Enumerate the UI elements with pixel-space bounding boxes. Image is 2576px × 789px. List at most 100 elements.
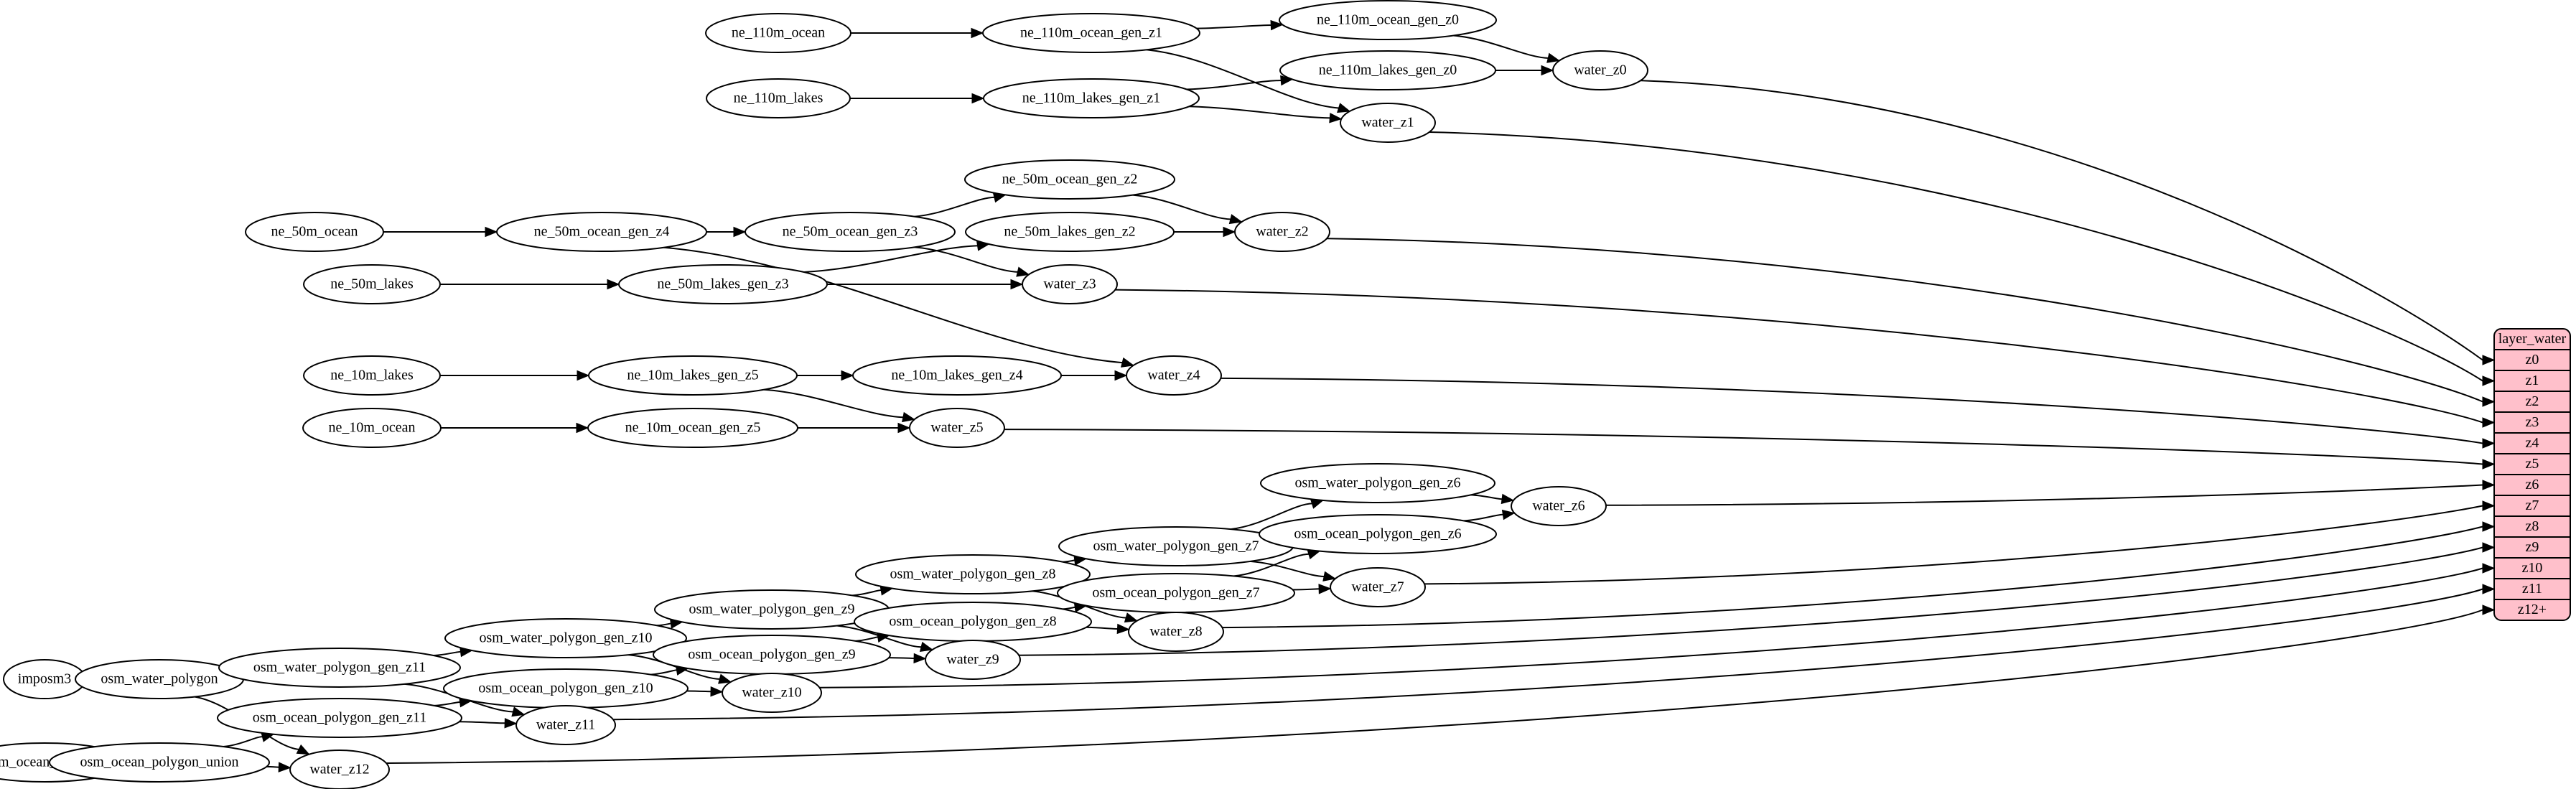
node-water_z2[interactable]: water_z2 (1234, 212, 1330, 252)
node-ellipse-ne_110m_lakes[interactable] (706, 78, 851, 118)
node-ne_50m_lakes_gen_z2[interactable]: ne_50m_lakes_gen_z2 (965, 212, 1175, 252)
node-ne_110m_lakes_gen_z0[interactable]: ne_110m_lakes_gen_z0 (1279, 50, 1496, 90)
node-ellipse-water_z9[interactable] (925, 640, 1021, 680)
node-ne_10m_ocean[interactable]: ne_10m_ocean (302, 408, 442, 448)
node-ellipse-ne_10m_ocean_gen_z5[interactable] (587, 408, 798, 448)
record-row-z11[interactable]: z11 (2522, 581, 2542, 597)
node-ne_110m_lakes[interactable]: ne_110m_lakes (706, 78, 851, 118)
node-water_z12[interactable]: water_z12 (289, 750, 390, 789)
node-osm_water_polygon[interactable]: osm_water_polygon (75, 659, 244, 699)
record-row-z7[interactable]: z7 (2526, 498, 2539, 513)
node-osm_ocean_polygon_gen_z10[interactable]: osm_ocean_polygon_gen_z10 (443, 668, 689, 709)
node-ellipse-water_z11[interactable] (515, 705, 616, 745)
node-ellipse-ne_110m_lakes_gen_z0[interactable] (1279, 50, 1496, 90)
node-ellipse-water_z0[interactable] (1552, 50, 1648, 90)
node-ellipse-ne_110m_lakes_gen_z1[interactable] (983, 78, 1200, 118)
node-ne_10m_lakes_gen_z5[interactable]: ne_10m_lakes_gen_z5 (588, 355, 798, 396)
node-water_z6[interactable]: water_z6 (1511, 486, 1607, 526)
node-ellipse-ne_50m_ocean_gen_z2[interactable] (964, 159, 1175, 200)
node-ne_10m_lakes[interactable]: ne_10m_lakes (303, 355, 441, 396)
record-row-z4[interactable]: z4 (2526, 435, 2539, 451)
node-ellipse-water_z4[interactable] (1126, 355, 1222, 396)
node-ellipse-water_z10[interactable] (722, 673, 822, 713)
node-ellipse-ne_50m_ocean_gen_z3[interactable] (745, 212, 956, 252)
node-ellipse-osm_water_polygon_gen_z8[interactable] (855, 554, 1091, 594)
node-ne_50m_lakes_gen_z3[interactable]: ne_50m_lakes_gen_z3 (618, 264, 828, 304)
node-ellipse-ne_10m_lakes[interactable] (303, 355, 441, 396)
node-water_z8[interactable]: water_z8 (1128, 612, 1224, 652)
node-osm_ocean_polygon_gen_z11[interactable]: osm_ocean_polygon_gen_z11 (217, 698, 462, 738)
node-osm_ocean_polygon_gen_z8[interactable]: osm_ocean_polygon_gen_z8 (854, 602, 1092, 642)
node-imposm3[interactable]: imposm3 (3, 659, 86, 699)
record-row-z0[interactable]: z0 (2526, 352, 2539, 368)
node-ellipse-ne_50m_ocean[interactable] (245, 212, 384, 252)
node-ellipse-ne_50m_ocean_gen_z4[interactable] (496, 212, 707, 252)
node-ne_10m_ocean_gen_z5[interactable]: ne_10m_ocean_gen_z5 (587, 408, 798, 448)
node-ellipse-osm_water_polygon_gen_z10[interactable] (444, 618, 687, 658)
node-ellipse-ne_50m_lakes[interactable] (303, 264, 441, 304)
arrowhead-water_z10-to-record (2482, 563, 2496, 574)
node-osm_water_polygon_gen_z10[interactable]: osm_water_polygon_gen_z10 (444, 618, 687, 658)
node-water_z9[interactable]: water_z9 (925, 640, 1021, 680)
node-ellipse-ne_110m_ocean[interactable] (705, 13, 851, 53)
node-ellipse-water_z5[interactable] (909, 408, 1005, 448)
node-ellipse-water_z1[interactable] (1340, 103, 1436, 143)
node-ellipse-water_z7[interactable] (1330, 567, 1426, 607)
record-row-z10[interactable]: z10 (2522, 560, 2543, 576)
record-row-z8[interactable]: z8 (2526, 518, 2539, 534)
node-ne_110m_ocean[interactable]: ne_110m_ocean (705, 13, 851, 53)
node-water_z7[interactable]: water_z7 (1330, 567, 1426, 607)
node-ellipse-ne_110m_ocean_gen_z1[interactable] (982, 13, 1200, 53)
node-ellipse-osm_ocean_polygon_union[interactable] (49, 742, 270, 783)
node-ellipse-ne_10m_lakes_gen_z4[interactable] (852, 355, 1062, 396)
node-ellipse-ne_10m_lakes_gen_z5[interactable] (588, 355, 798, 396)
node-ellipse-ne_50m_lakes_gen_z3[interactable] (618, 264, 828, 304)
record-row-z1[interactable]: z1 (2526, 373, 2539, 388)
node-water_z0[interactable]: water_z0 (1552, 50, 1648, 90)
node-osm_water_polygon_gen_z11[interactable]: osm_water_polygon_gen_z11 (218, 648, 461, 688)
node-osm_water_polygon_gen_z6[interactable]: osm_water_polygon_gen_z6 (1260, 463, 1495, 503)
node-ellipse-water_z8[interactable] (1128, 612, 1224, 652)
node-ellipse-osm_ocean_polygon_gen_z11[interactable] (217, 698, 462, 738)
node-ne_110m_lakes_gen_z1[interactable]: ne_110m_lakes_gen_z1 (983, 78, 1200, 118)
record-row-z5[interactable]: z5 (2526, 456, 2539, 472)
record-row-z9[interactable]: z9 (2526, 539, 2539, 555)
node-water_z4[interactable]: water_z4 (1126, 355, 1222, 396)
node-ne_50m_ocean_gen_z4[interactable]: ne_50m_ocean_gen_z4 (496, 212, 707, 252)
node-ellipse-water_z3[interactable] (1022, 264, 1118, 304)
node-water_z5[interactable]: water_z5 (909, 408, 1005, 448)
node-osm_water_polygon_gen_z8[interactable]: osm_water_polygon_gen_z8 (855, 554, 1091, 594)
node-osm_ocean_polygon_gen_z9[interactable]: osm_ocean_polygon_gen_z9 (653, 635, 891, 675)
node-ne_50m_ocean_gen_z3[interactable]: ne_50m_ocean_gen_z3 (745, 212, 956, 252)
node-ne_50m_ocean_gen_z2[interactable]: ne_50m_ocean_gen_z2 (964, 159, 1175, 200)
node-osm_water_polygon_gen_z7[interactable]: osm_water_polygon_gen_z7 (1058, 526, 1294, 566)
node-osm_ocean_polygon_gen_z7[interactable]: osm_ocean_polygon_gen_z7 (1057, 573, 1295, 613)
node-ellipse-water_z6[interactable] (1511, 486, 1607, 526)
node-osm_ocean_polygon_union[interactable]: osm_ocean_polygon_union (49, 742, 270, 783)
node-osm_ocean_polygon_gen_z6[interactable]: osm_ocean_polygon_gen_z6 (1259, 514, 1497, 554)
node-osm_water_polygon_gen_z9[interactable]: osm_water_polygon_gen_z9 (654, 589, 890, 630)
record-row-z12+[interactable]: z12+ (2518, 602, 2547, 617)
node-ellipse-ne_50m_lakes_gen_z2[interactable] (965, 212, 1175, 252)
node-ellipse-ne_110m_ocean_gen_z0[interactable] (1279, 0, 1497, 40)
node-ne_10m_lakes_gen_z4[interactable]: ne_10m_lakes_gen_z4 (852, 355, 1062, 396)
node-ne_110m_ocean_gen_z1[interactable]: ne_110m_ocean_gen_z1 (982, 13, 1200, 53)
node-ne_50m_lakes[interactable]: ne_50m_lakes (303, 264, 441, 304)
node-water_z3[interactable]: water_z3 (1022, 264, 1118, 304)
record-row-z6[interactable]: z6 (2526, 477, 2539, 492)
node-ellipse-water_z12[interactable] (289, 750, 390, 789)
node-ne_50m_ocean[interactable]: ne_50m_ocean (245, 212, 384, 252)
edge-ne_50m_ocean_gen_z3-to-water_z3 (914, 246, 1019, 273)
node-water_z11[interactable]: water_z11 (515, 705, 616, 745)
node-ellipse-water_z2[interactable] (1234, 212, 1330, 252)
node-water_z1[interactable]: water_z1 (1340, 103, 1436, 143)
node-ellipse-osm_water_polygon_gen_z6[interactable] (1260, 463, 1495, 503)
node-ellipse-ne_10m_ocean[interactable] (302, 408, 442, 448)
record-row-z3[interactable]: z3 (2526, 414, 2539, 430)
node-ne_110m_ocean_gen_z0[interactable]: ne_110m_ocean_gen_z0 (1279, 0, 1497, 40)
node-water_z10[interactable]: water_z10 (722, 673, 822, 713)
node-ellipse-osm_water_polygon_gen_z11[interactable] (218, 648, 461, 688)
record-row-z2[interactable]: z2 (2526, 393, 2539, 409)
node-label-osm_water_polygon_gen_z6: osm_water_polygon_gen_z6 (1294, 475, 1460, 491)
node-ellipse-osm_ocean_polygon_gen_z6[interactable] (1259, 514, 1497, 554)
